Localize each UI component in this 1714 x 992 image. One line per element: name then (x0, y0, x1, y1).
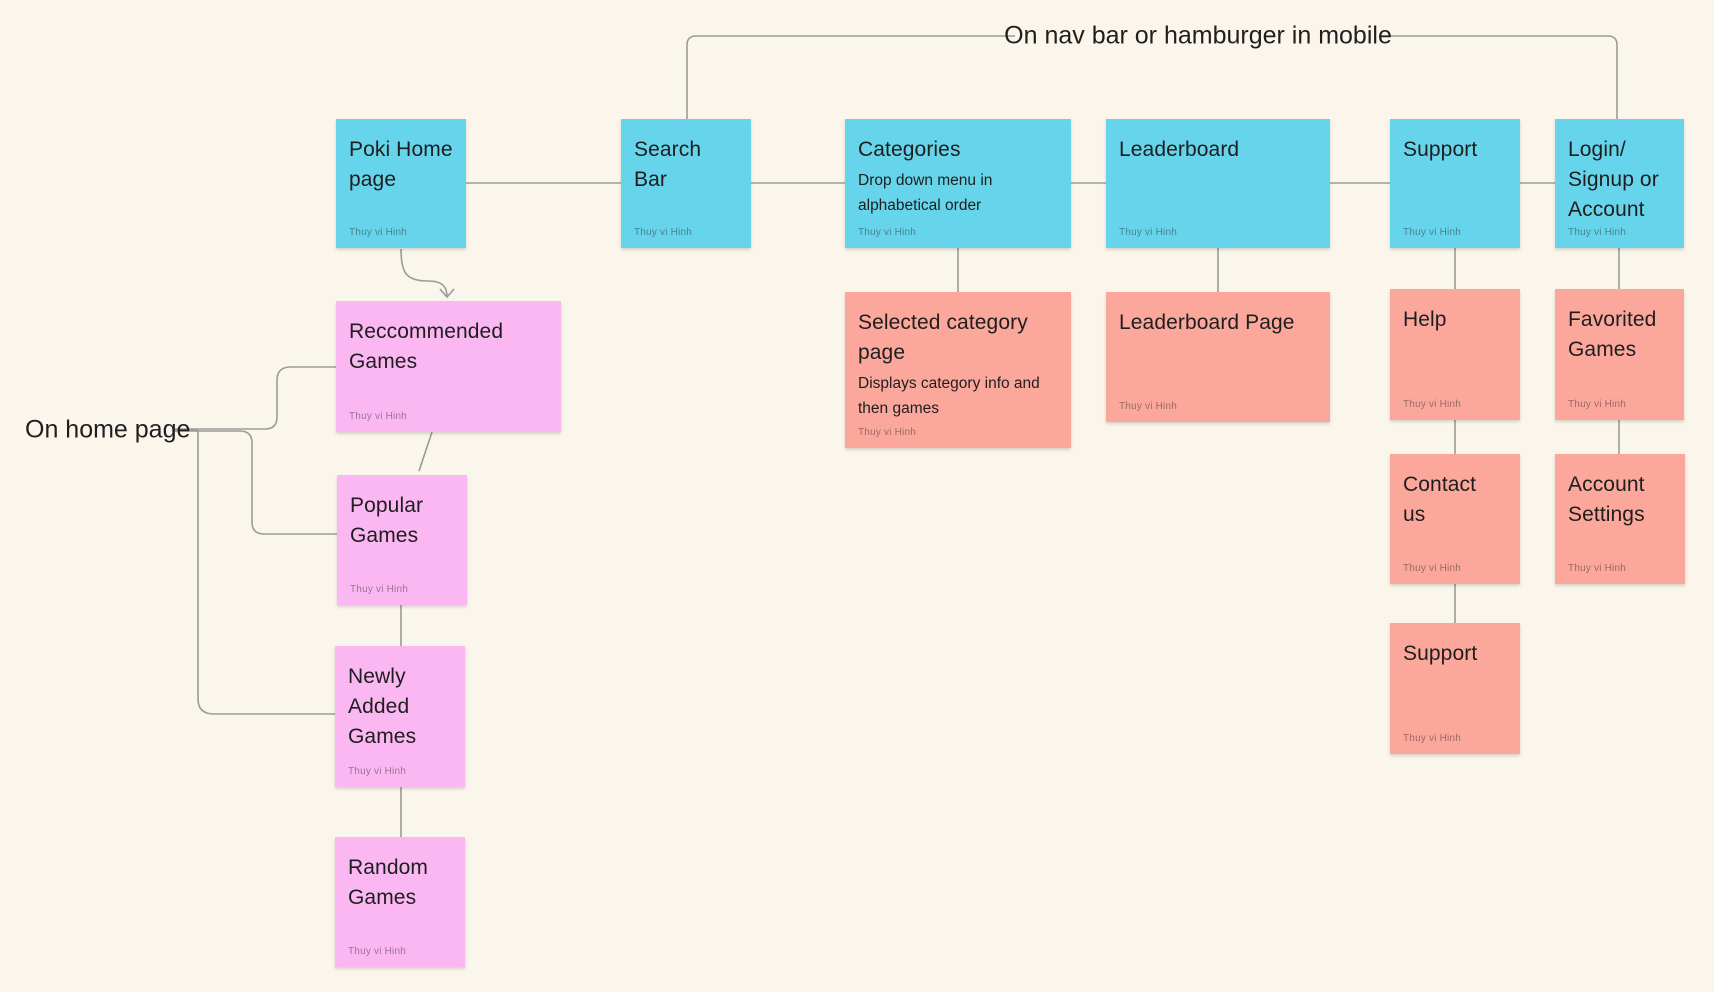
note-body: Drop down menu in alphabetical order (858, 172, 993, 214)
sticky-note-reccommended-games[interactable]: Reccommended Games Thuy vi Hinh (336, 301, 561, 432)
note-author: Thuy vi Hinh (1568, 563, 1626, 574)
note-title: Popular Games (350, 494, 424, 547)
note-title: Help (1403, 308, 1447, 331)
note-title: Search Bar (634, 138, 702, 191)
note-title: Leaderboard Page (1119, 311, 1295, 334)
sticky-note-popular-games[interactable]: Popular Games Thuy vi Hinh (337, 475, 467, 605)
connector-homelabel-newly[interactable] (197, 430, 335, 715)
note-author: Thuy vi Hinh (348, 766, 406, 777)
note-author: Thuy vi Hinh (1568, 227, 1626, 238)
sticky-note-leaderboard-page[interactable]: Leaderboard Page Thuy vi Hinh (1106, 292, 1330, 422)
connector-arrow-poki-reccommended[interactable] (400, 248, 455, 299)
note-title: Login/ Signup or Account (1568, 138, 1659, 221)
note-title: Selected category page (858, 311, 1028, 364)
note-title: Contact us (1403, 473, 1477, 526)
note-author: Thuy vi Hinh (858, 427, 916, 438)
connector-searchbar-to-navlabel[interactable] (686, 35, 1015, 119)
sticky-note-account-settings[interactable]: Account Settings Thuy vi Hinh (1555, 454, 1685, 584)
connector-reccommended-popular[interactable] (418, 431, 433, 472)
note-title: Favorited Games (1568, 308, 1657, 361)
sticky-note-categories[interactable]: Categories Drop down menu in alphabetica… (845, 119, 1071, 248)
sticky-note-selected-category-page[interactable]: Selected category page Displays category… (845, 292, 1071, 448)
note-title: Reccommended Games (349, 320, 504, 373)
note-body: Displays category info and then games (858, 375, 1040, 417)
sticky-note-poki-home-page[interactable]: Poki Home page Thuy vi Hinh (336, 119, 466, 248)
home-annotation-text[interactable]: On home page (25, 415, 191, 444)
note-author: Thuy vi Hinh (349, 411, 407, 422)
sticky-note-help[interactable]: Help Thuy vi Hinh (1390, 289, 1520, 420)
connector-navlabel-to-login[interactable] (1380, 35, 1618, 119)
note-author: Thuy vi Hinh (349, 227, 407, 238)
sticky-note-contact-us[interactable]: Contact us Thuy vi Hinh (1390, 454, 1520, 584)
sticky-note-leaderboard[interactable]: Leaderboard Thuy vi Hinh (1106, 119, 1330, 248)
sticky-note-random-games[interactable]: Random Games Thuy vi Hinh (335, 837, 465, 967)
note-author: Thuy vi Hinh (1403, 733, 1461, 744)
note-title: Support (1403, 138, 1478, 161)
sticky-note-login-signup-account[interactable]: Login/ Signup or Account Thuy vi Hinh (1555, 119, 1684, 248)
note-title: Random Games (348, 856, 428, 909)
note-title: Categories (858, 138, 961, 161)
sticky-note-search-bar[interactable]: Search Bar Thuy vi Hinh (621, 119, 751, 248)
note-author: Thuy vi Hinh (858, 227, 916, 238)
note-author: Thuy vi Hinh (1119, 227, 1177, 238)
note-author: Thuy vi Hinh (634, 227, 692, 238)
nav-annotation-text[interactable]: On nav bar or hamburger in mobile (1004, 21, 1392, 50)
sticky-note-newly-added-games[interactable]: Newly Added Games Thuy vi Hinh (335, 646, 465, 787)
note-author: Thuy vi Hinh (1403, 563, 1461, 574)
note-author: Thuy vi Hinh (1403, 227, 1461, 238)
sticky-note-favorited-games[interactable]: Favorited Games Thuy vi Hinh (1555, 289, 1684, 420)
sticky-note-support-sub[interactable]: Support Thuy vi Hinh (1390, 623, 1520, 754)
note-title: Newly Added Games (348, 665, 417, 748)
note-author: Thuy vi Hinh (1119, 401, 1177, 412)
note-title: Support (1403, 642, 1478, 665)
sticky-note-support-nav[interactable]: Support Thuy vi Hinh (1390, 119, 1520, 248)
note-author: Thuy vi Hinh (350, 584, 408, 595)
note-title: Leaderboard (1119, 138, 1240, 161)
note-title: Poki Home page (349, 138, 453, 191)
connector-homelabel-reccommended[interactable] (172, 366, 336, 430)
note-author: Thuy vi Hinh (1403, 399, 1461, 410)
note-author: Thuy vi Hinh (1568, 399, 1626, 410)
note-author: Thuy vi Hinh (348, 946, 406, 957)
note-title: Account Settings (1568, 473, 1645, 526)
connector-homelabel-popular[interactable] (172, 430, 337, 535)
